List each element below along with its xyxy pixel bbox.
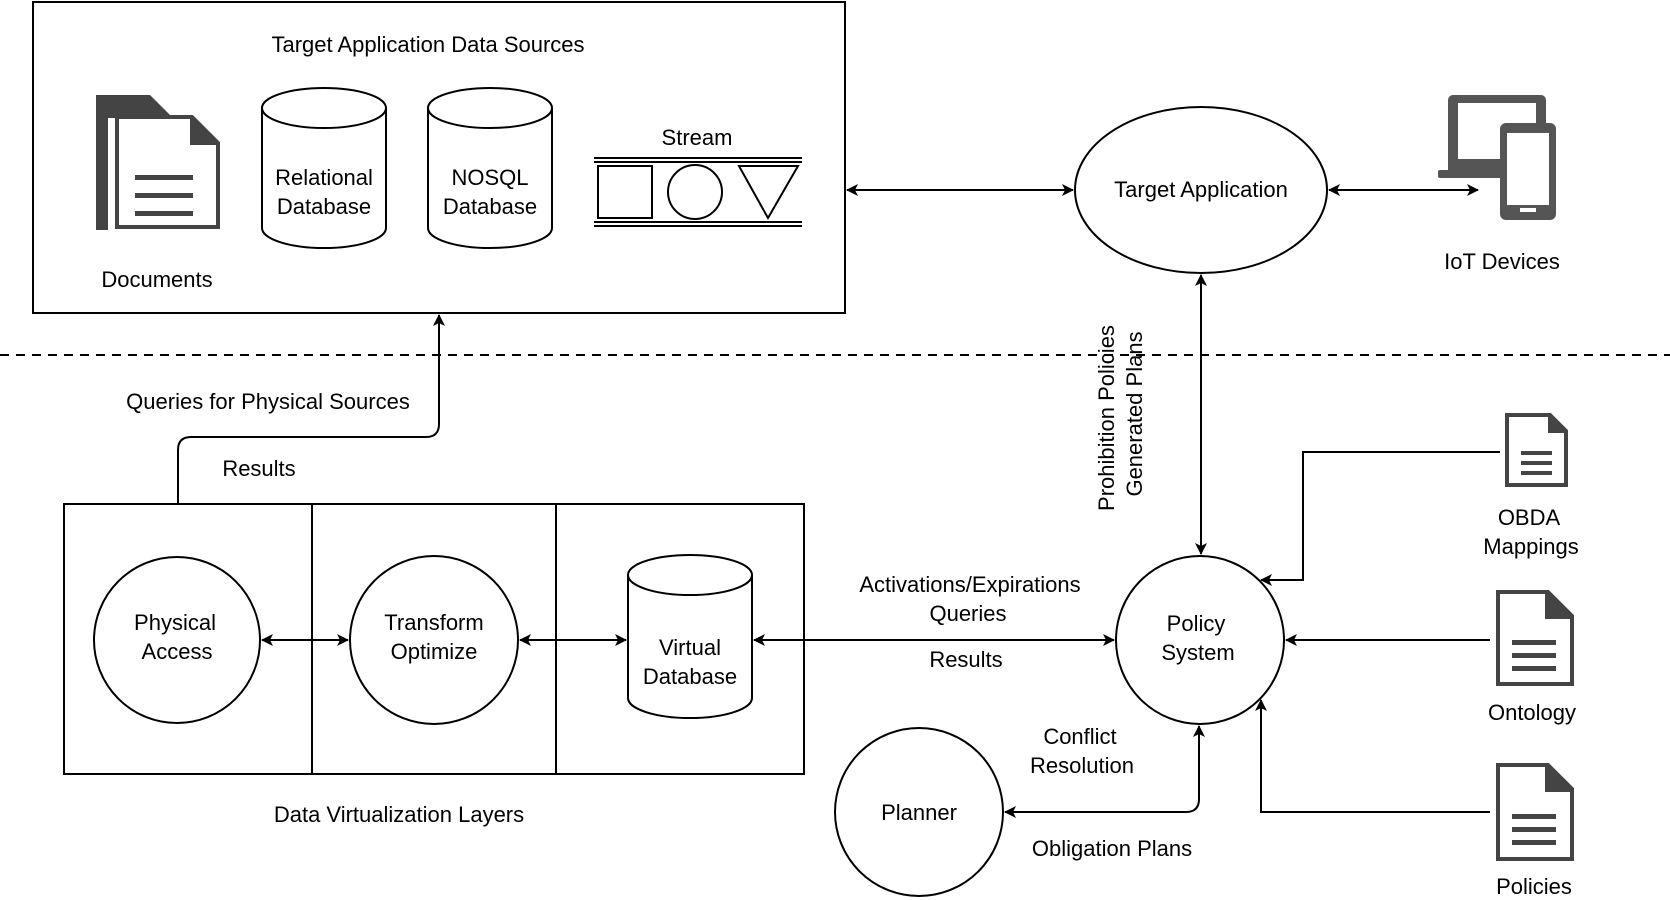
conflict-label-1: Conflict <box>1043 724 1116 749</box>
documents-label: Documents <box>101 267 212 292</box>
activations-label-1: Activations/Expirations <box>859 572 1080 597</box>
relational-database-cylinder <box>261 87 387 249</box>
iot-devices-label: IoT Devices <box>1444 249 1560 274</box>
transform-label-2: Optimize <box>391 639 478 664</box>
policies-icon <box>1496 763 1574 861</box>
target-application-label: Target Application <box>1114 177 1288 202</box>
nosql-database-cylinder <box>427 87 553 249</box>
physical-access-label-1: Physical <box>134 610 216 635</box>
documents-icon <box>96 95 220 230</box>
virtual-db-label-2: Database <box>643 664 737 689</box>
iot-devices-icon <box>1438 95 1556 220</box>
stream-label: Stream <box>662 125 733 150</box>
data-sources-box: Target Application Data Sources Document… <box>32 1 846 314</box>
data-sources-title: Target Application Data Sources <box>271 32 584 57</box>
physical-access-node <box>93 556 261 724</box>
policy-system-label-1: Policy <box>1167 611 1226 636</box>
queries-physical-arrow <box>172 314 445 554</box>
nosql-db-label-1: NOSQL <box>451 165 528 190</box>
obda-label-1: OBDA <box>1498 505 1561 530</box>
relational-db-label-1: Relational <box>275 165 373 190</box>
queries-physical-label: Queries for Physical Sources <box>126 389 410 414</box>
policy-system-node <box>1115 555 1285 725</box>
prohibition-label: Prohibition Policies <box>1094 325 1119 511</box>
nosql-db-label-2: Database <box>443 194 537 219</box>
activations-label-2: Queries <box>929 601 1006 626</box>
virtual-database-cylinder <box>627 554 753 719</box>
results-mid-label: Results <box>929 647 1002 672</box>
planner-label: Planner <box>881 800 957 825</box>
target-application-node <box>1074 106 1328 274</box>
stream-icon <box>594 157 802 227</box>
generated-plans-label: Generated Plans <box>1122 331 1147 496</box>
virtual-db-label-1: Virtual <box>659 635 721 660</box>
data-virtualization-caption: Data Virtualization Layers <box>274 802 524 827</box>
obda-mappings-icon <box>1505 413 1568 487</box>
planner-node <box>834 727 1004 897</box>
ontology-icon <box>1496 590 1574 686</box>
obda-policy-arrow <box>1260 451 1500 586</box>
relational-db-label-2: Database <box>277 194 371 219</box>
results-top-label: Results <box>222 456 295 481</box>
ontology-label: Ontology <box>1488 700 1576 725</box>
transform-label-1: Transform <box>384 610 483 635</box>
policies-label: Policies <box>1496 874 1572 899</box>
obligation-plans-label: Obligation Plans <box>1032 836 1192 861</box>
obda-label-2: Mappings <box>1483 534 1578 559</box>
physical-access-label-2: Access <box>142 639 213 664</box>
policy-system-label-2: System <box>1161 640 1234 665</box>
conflict-label-2: Resolution <box>1030 753 1134 778</box>
planner-policy-arrow <box>1004 725 1205 818</box>
transform-optimize-node <box>349 555 519 725</box>
policies-policy-arrow <box>1255 699 1490 813</box>
